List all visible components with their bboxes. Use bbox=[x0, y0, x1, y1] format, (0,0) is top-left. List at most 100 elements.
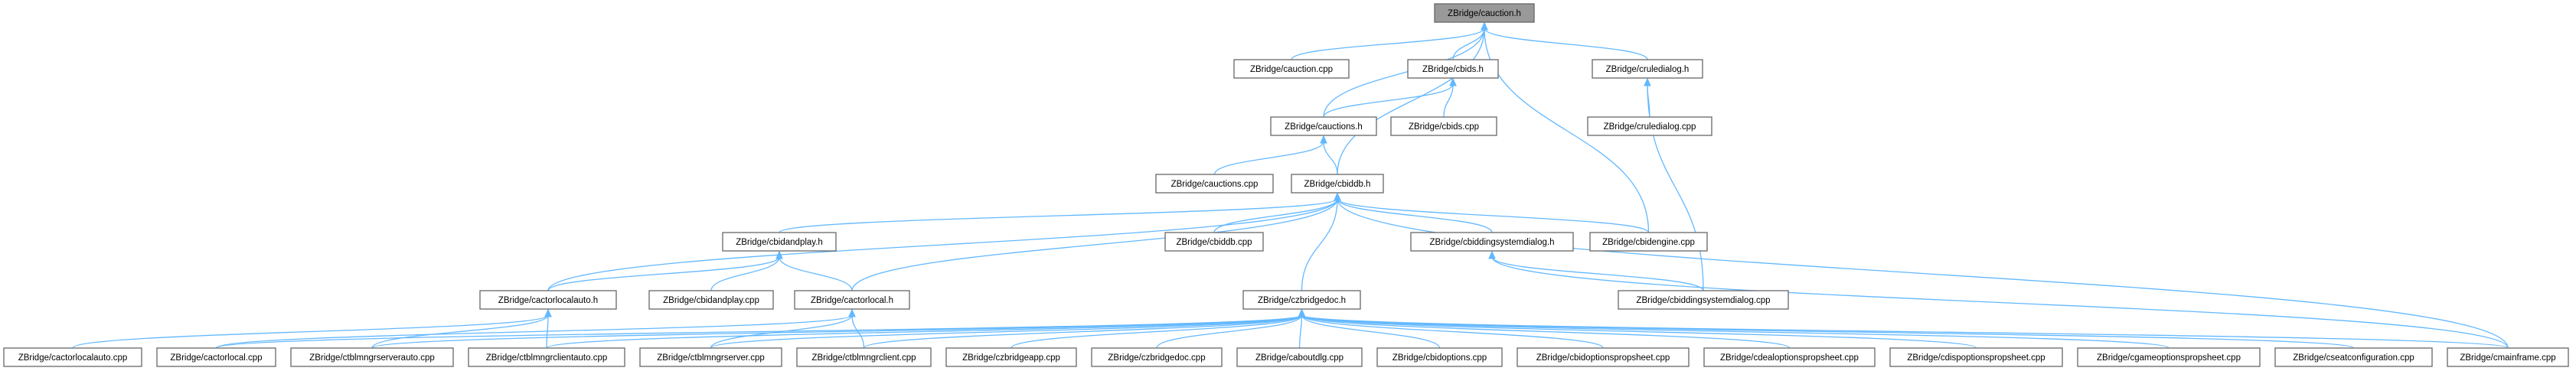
edge-line bbox=[215, 314, 1303, 349]
edge-line bbox=[1010, 314, 1303, 349]
node-box bbox=[1517, 347, 1690, 367]
node-zbridge-cauction-h[interactable]: ZBridge/cauction.h bbox=[1434, 3, 1535, 23]
node-zbridge-cdispoptionspropsheet-cpp[interactable]: ZBridge/cdispoptionspropsheet.cpp bbox=[1889, 347, 2063, 367]
node-zbridge-czbridgedoc-h[interactable]: ZBridge/czbridgedoc.h bbox=[1242, 290, 1361, 310]
edge-line bbox=[1337, 198, 2509, 349]
node-box bbox=[1407, 59, 1499, 79]
edge-line bbox=[1301, 198, 1338, 291]
edge-cmainframe-cpp-to-cbiddb-h bbox=[1334, 192, 2509, 349]
node-box bbox=[1242, 290, 1361, 310]
edge-arrowhead bbox=[775, 250, 783, 259]
node-box bbox=[1291, 174, 1384, 194]
edge-line bbox=[547, 198, 1338, 291]
node-label: ZBridge/ctblmngrclientauto.cpp bbox=[486, 353, 608, 363]
node-zbridge-cauctions-h[interactable]: ZBridge/cauctions.h bbox=[1270, 116, 1377, 136]
node-zbridge-ctblmngrclientauto-cpp[interactable]: ZBridge/ctblmngrclientauto.cpp bbox=[468, 347, 625, 367]
edge-line bbox=[1156, 314, 1303, 349]
node-label: ZBridge/cbiddb.cpp bbox=[1176, 238, 1252, 247]
node-zbridge-cbidoptionspropsheet-cpp[interactable]: ZBridge/cbidoptionspropsheet.cpp bbox=[1517, 347, 1690, 367]
node-zbridge-cactorlocalauto-h[interactable]: ZBridge/cactorlocalauto.h bbox=[479, 290, 617, 310]
edge-arrowhead bbox=[1320, 135, 1327, 144]
edge-cbidoptionspropsheet-cpp-to-czbridgedoc-h bbox=[1298, 308, 1604, 349]
node-label: ZBridge/cauction.h bbox=[1448, 9, 1521, 18]
node-box bbox=[2077, 347, 2261, 367]
node-label: ZBridge/cruledialog.h bbox=[1606, 65, 1690, 74]
edge-arrowhead bbox=[544, 308, 552, 317]
node-zbridge-cbids-h[interactable]: ZBridge/cbids.h bbox=[1407, 59, 1499, 79]
node-zbridge-cmainframe-cpp[interactable]: ZBridge/cmainframe.cpp bbox=[2447, 347, 2569, 367]
node-zbridge-cbiddingsystemdialog-cpp[interactable]: ZBridge/cbiddingsystemdialog.cpp bbox=[1618, 290, 1789, 310]
node-zbridge-caboutdlg-cpp[interactable]: ZBridge/caboutdlg.cpp bbox=[1236, 347, 1363, 367]
edge-line bbox=[710, 314, 1303, 349]
node-zbridge-cruledialog-h[interactable]: ZBridge/cruledialog.h bbox=[1592, 59, 1703, 79]
edge-line bbox=[546, 314, 1303, 349]
node-label: ZBridge/czbridgeapp.cpp bbox=[962, 353, 1060, 363]
edge-cruledialog-h-to-cauction-h bbox=[1481, 21, 1648, 60]
node-zbridge-cactorlocal-h[interactable]: ZBridge/cactorlocal.h bbox=[794, 290, 910, 310]
edge-line bbox=[1301, 314, 1791, 349]
edge-ctblmngrserverauto-cpp-to-cactorlocalauto-h bbox=[371, 308, 552, 349]
edge-line bbox=[1491, 256, 2509, 349]
node-zbridge-cdealoptionspropsheet-cpp[interactable]: ZBridge/cdealoptionspropsheet.cpp bbox=[1703, 347, 1876, 367]
node-box bbox=[1270, 116, 1377, 136]
edge-cactorlocal-h-to-cbidandplay-h bbox=[775, 250, 853, 291]
node-zbridge-cbids-cpp[interactable]: ZBridge/cbids.cpp bbox=[1390, 116, 1497, 136]
node-zbridge-cbidoptions-cpp[interactable]: ZBridge/cbidoptions.cpp bbox=[1376, 347, 1503, 367]
edge-line bbox=[1301, 314, 2509, 349]
edge-line bbox=[371, 314, 549, 349]
edge-line bbox=[1301, 314, 1977, 349]
edge-ctblmngrclient-cpp-to-cactorlocal-h bbox=[848, 308, 865, 349]
node-box bbox=[1592, 59, 1703, 79]
edge-arrowhead bbox=[1334, 192, 1341, 201]
node-zbridge-ctblmngrserver-cpp[interactable]: ZBridge/ctblmngrserver.cpp bbox=[639, 347, 782, 367]
node-label: ZBridge/cbidandplay.cpp bbox=[663, 296, 759, 305]
node-zbridge-cbiddb-cpp[interactable]: ZBridge/cbiddb.cpp bbox=[1164, 232, 1264, 252]
node-zbridge-cbidandplay-cpp[interactable]: ZBridge/cbidandplay.cpp bbox=[648, 290, 774, 310]
edge-cbiddingsystemdialog-cpp-to-cruledialog-h bbox=[1644, 77, 1704, 291]
node-label: ZBridge/cbidoptionspropsheet.cpp bbox=[1536, 353, 1670, 363]
edge-cbiddb-h-to-cauctions-h bbox=[1320, 135, 1338, 175]
node-box bbox=[1155, 174, 1274, 194]
edge-line bbox=[547, 256, 780, 291]
node-label: ZBridge/ctblmngrserver.cpp bbox=[657, 353, 765, 363]
node-label: ZBridge/cbiddb.h bbox=[1304, 180, 1371, 189]
node-zbridge-cbidandplay-h[interactable]: ZBridge/cbidandplay.h bbox=[722, 232, 837, 252]
edge-ctblmngrserver-cpp-to-cactorlocal-h bbox=[710, 308, 856, 349]
node-box bbox=[290, 347, 454, 367]
node-zbridge-cgameoptionspropsheet-cpp[interactable]: ZBridge/cgameoptionspropsheet.cpp bbox=[2077, 347, 2261, 367]
edge-cactorlocal-cpp-to-cactorlocal-h bbox=[215, 308, 856, 349]
edge-line bbox=[1484, 28, 1648, 60]
edge-cauctions-h-to-cbids-h bbox=[1323, 77, 1457, 118]
node-zbridge-cruledialog-cpp[interactable]: ZBridge/cruledialog.cpp bbox=[1587, 116, 1712, 136]
node-zbridge-cseatconfiguration-cpp[interactable]: ZBridge/cseatconfiguration.cpp bbox=[2274, 347, 2433, 367]
edge-arrowhead bbox=[1481, 21, 1488, 31]
node-zbridge-czbridgeapp-cpp[interactable]: ZBridge/czbridgeapp.cpp bbox=[945, 347, 1077, 367]
node-zbridge-ctblmngrclient-cpp[interactable]: ZBridge/ctblmngrclient.cpp bbox=[796, 347, 932, 367]
node-zbridge-cauctions-cpp[interactable]: ZBridge/cauctions.cpp bbox=[1155, 174, 1274, 194]
edge-arrowhead bbox=[848, 308, 856, 317]
graph-edges bbox=[72, 21, 2509, 349]
node-box bbox=[1410, 232, 1574, 252]
node-zbridge-cbidengine-cpp[interactable]: ZBridge/cbidengine.cpp bbox=[1589, 232, 1708, 252]
node-label: ZBridge/ctblmngrclient.cpp bbox=[811, 353, 916, 363]
node-box bbox=[1434, 3, 1535, 23]
node-label: ZBridge/cgameoptionspropsheet.cpp bbox=[2097, 353, 2241, 363]
node-zbridge-cauction-cpp[interactable]: ZBridge/cauction.cpp bbox=[1233, 59, 1350, 79]
node-box bbox=[1390, 116, 1497, 136]
node-label: ZBridge/cauctions.cpp bbox=[1171, 180, 1259, 189]
node-zbridge-cbiddb-h[interactable]: ZBridge/cbiddb.h bbox=[1291, 174, 1384, 194]
node-label: ZBridge/cmainframe.cpp bbox=[2460, 353, 2555, 363]
node-box bbox=[2447, 347, 2569, 367]
edge-line bbox=[1323, 83, 1454, 118]
node-zbridge-czbridgedoc-cpp[interactable]: ZBridge/czbridgedoc.cpp bbox=[1091, 347, 1223, 367]
node-zbridge-cactorlocalauto-cpp[interactable]: ZBridge/cactorlocalauto.cpp bbox=[3, 347, 142, 367]
node-zbridge-ctblmngrserverauto-cpp[interactable]: ZBridge/ctblmngrserverauto.cpp bbox=[290, 347, 454, 367]
edge-line bbox=[1291, 28, 1485, 60]
edge-line bbox=[779, 198, 1338, 233]
node-zbridge-cactorlocal-cpp[interactable]: ZBridge/cactorlocal.cpp bbox=[156, 347, 276, 367]
edge-cbids-cpp-to-cbids-h bbox=[1443, 77, 1457, 118]
node-zbridge-cbiddingsystemdialog-h[interactable]: ZBridge/cbiddingsystemdialog.h bbox=[1410, 232, 1574, 252]
node-box bbox=[468, 347, 625, 367]
node-label: ZBridge/cseatconfiguration.cpp bbox=[2293, 353, 2414, 363]
